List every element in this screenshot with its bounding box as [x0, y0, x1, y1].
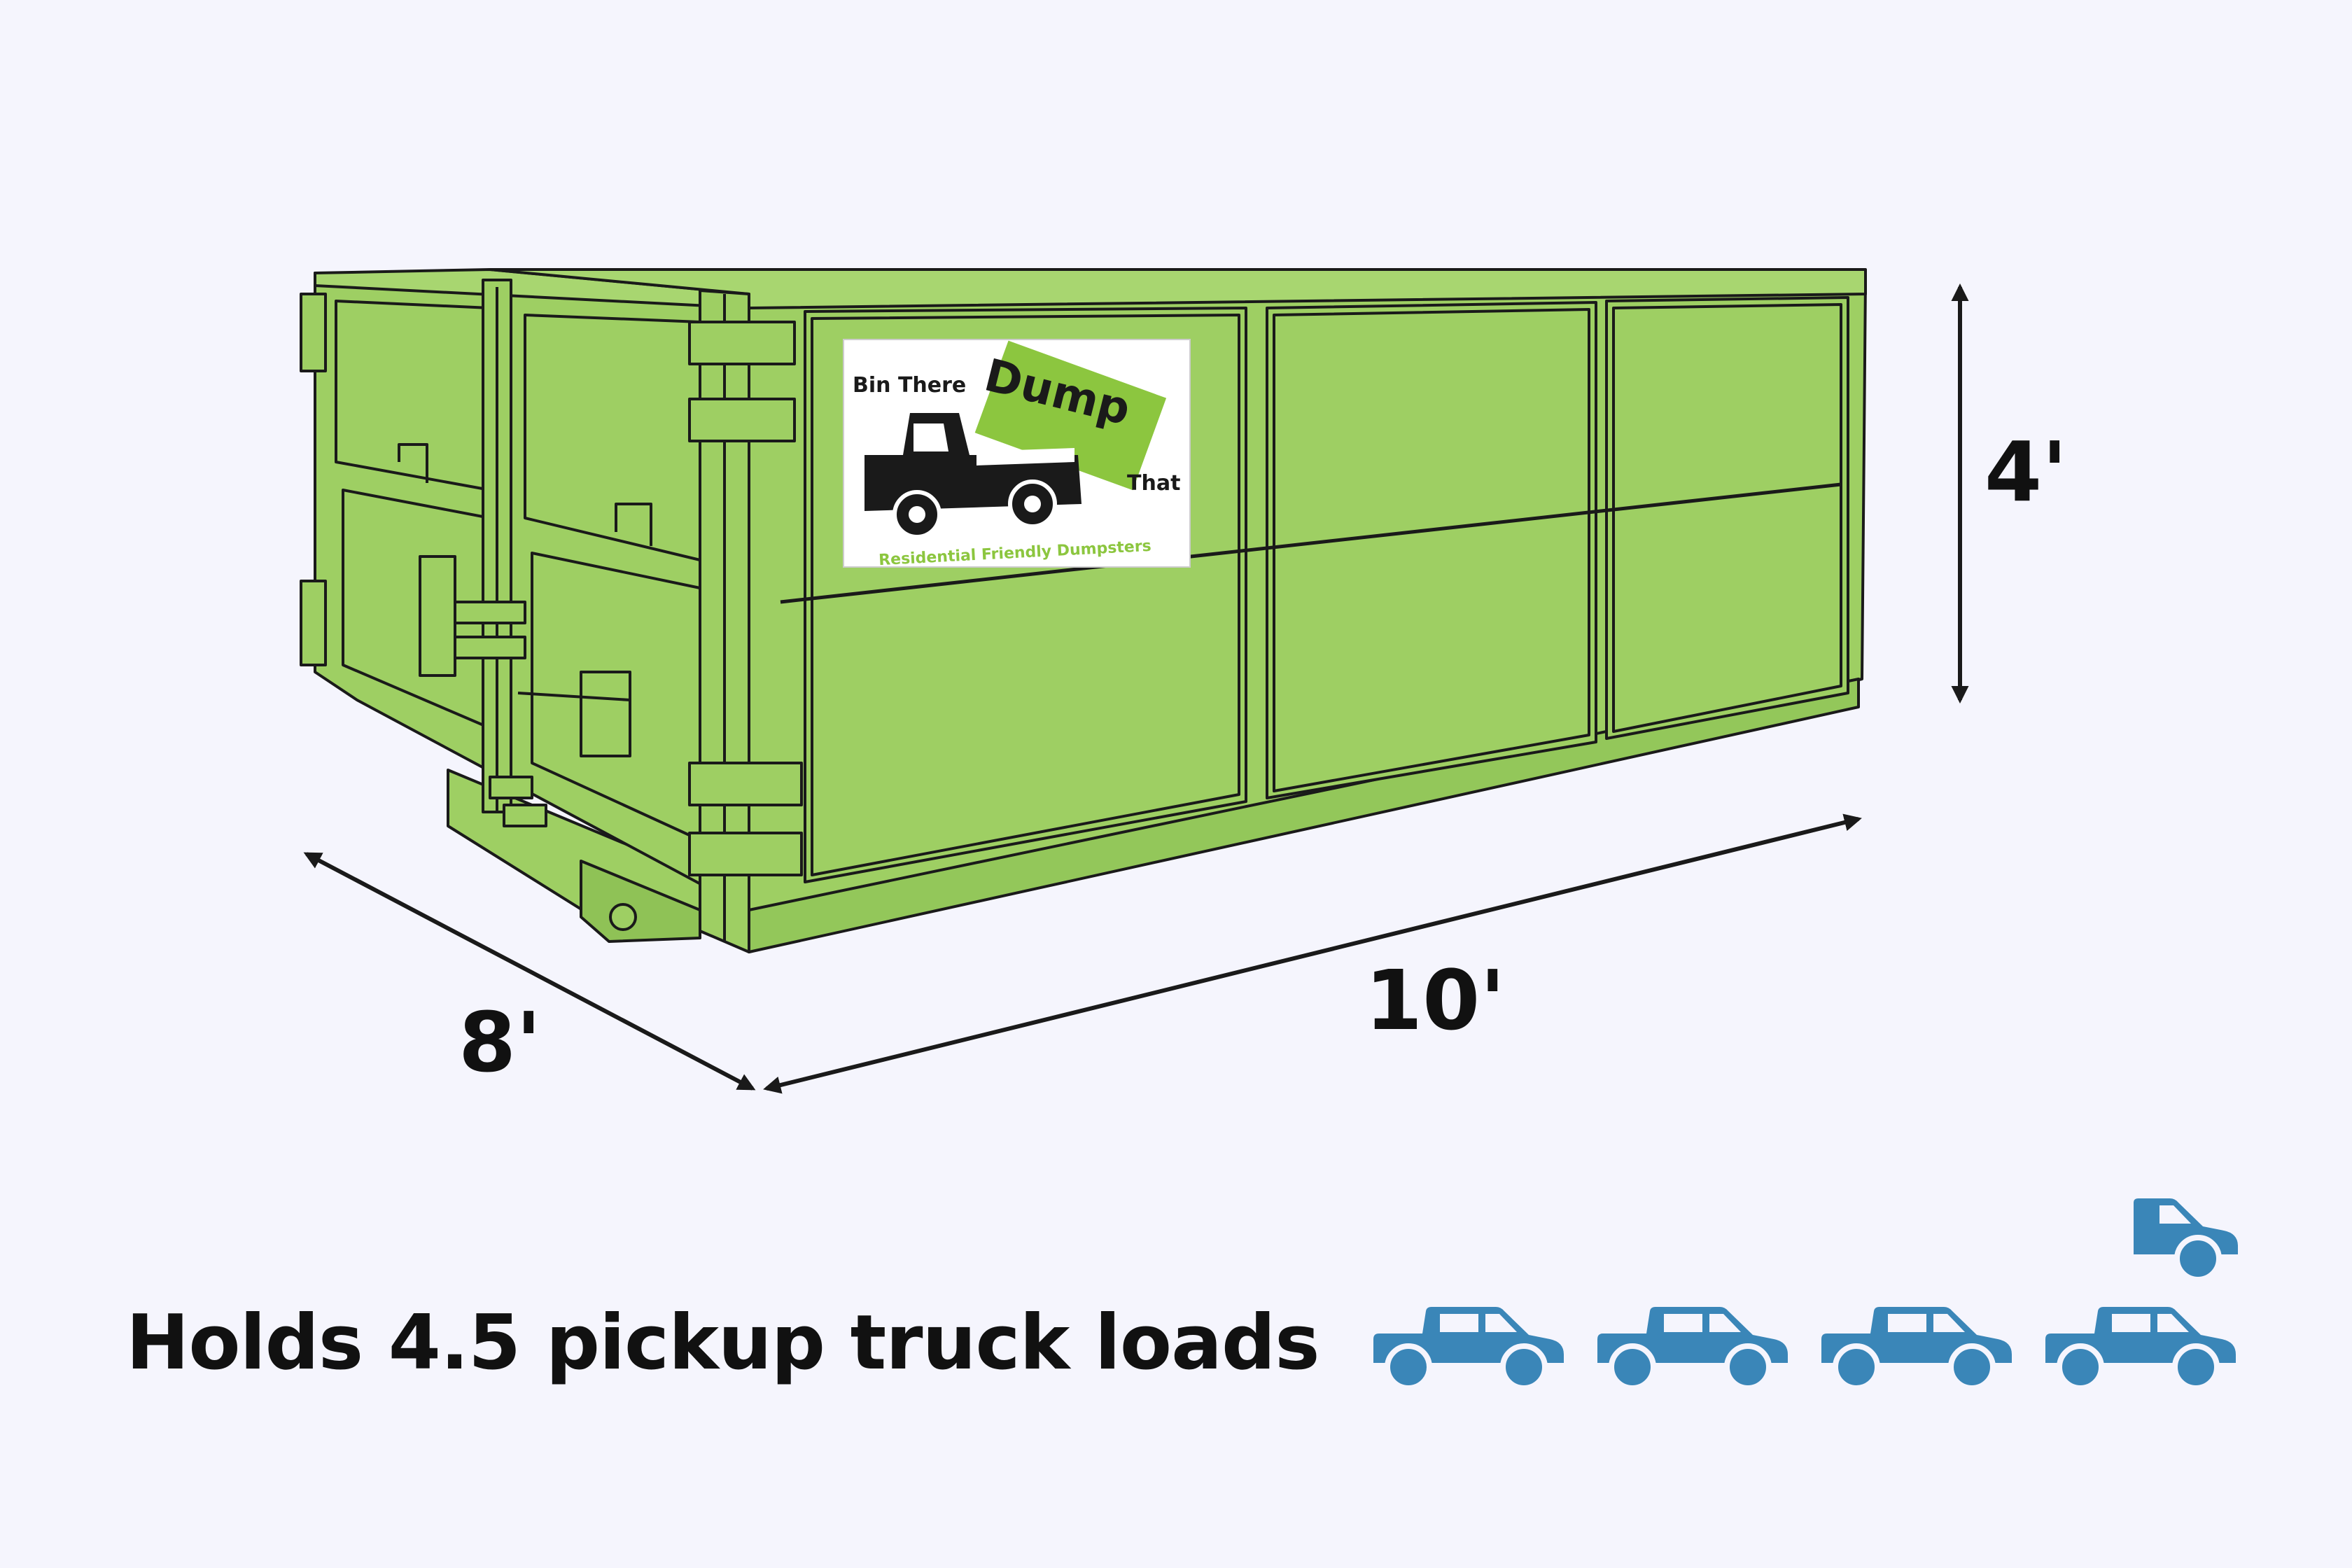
height-label: 4': [1984, 424, 2067, 520]
truck-load-icons: [1373, 1198, 2238, 1388]
bin-there-dump-that-logo: Bin There Dump That Residential Friendly…: [843, 339, 1191, 569]
pickup-truck-icon: [1821, 1307, 2012, 1388]
dump-truck-icon: [864, 413, 1082, 539]
pickup-truck-icon: [1597, 1307, 1788, 1388]
pickup-truck-icon: [2045, 1307, 2236, 1388]
capacity-caption: Holds 4.5 pickup truck loads: [126, 1299, 1320, 1387]
dimension-arrows: [303, 283, 1969, 1094]
width-arrow: [303, 852, 756, 1091]
pickup-truck-icon: [1373, 1307, 1564, 1388]
length-arrow: [763, 813, 1862, 1094]
pickup-truck-half-icon: [2134, 1198, 2238, 1282]
logo-line3: That: [1127, 471, 1180, 496]
length-label: 10': [1365, 952, 1505, 1049]
logo-line1: Bin There: [853, 373, 966, 398]
width-label: 8': [458, 994, 541, 1091]
